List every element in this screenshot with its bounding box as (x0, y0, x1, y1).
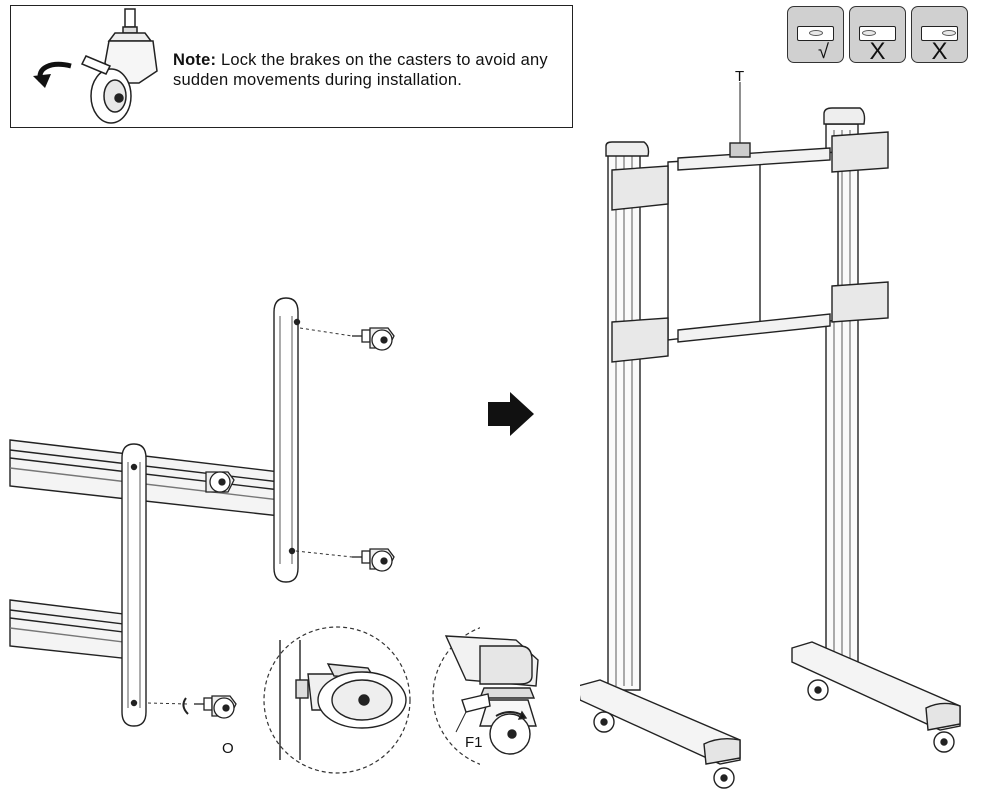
level-vial (859, 26, 896, 41)
caster-brake-icon (33, 8, 158, 124)
spirit-level-icon: √ (787, 6, 844, 63)
caster-detail-circle (263, 626, 411, 774)
level-bubble (942, 30, 956, 36)
right-leg (273, 297, 299, 583)
brake-pedal-icon (444, 635, 539, 755)
label-f1: F1 (465, 734, 483, 751)
caster-icon (593, 679, 955, 789)
label-t: T (735, 68, 745, 85)
level-vial (921, 26, 958, 41)
spirit-level-icon: X (911, 6, 968, 65)
note-body: Lock the brakes on the casters to avoid … (173, 51, 548, 89)
note-heading: Note: (173, 51, 217, 69)
spirit-level-icon: X (849, 6, 906, 65)
label-o: O (222, 740, 234, 757)
note-text: Note: Lock the brakes on the casters to … (173, 50, 568, 90)
level-bubble (809, 30, 823, 36)
level-vial (797, 26, 834, 41)
note-box: Note: Lock the brakes on the casters to … (10, 5, 573, 128)
base-assembly-drawing (9, 297, 480, 774)
arrow-right-icon (488, 392, 534, 436)
level-mark-incorrect: X (931, 38, 948, 65)
level-mark-incorrect: X (869, 38, 886, 65)
left-leg (121, 443, 147, 727)
level-bubble (862, 30, 876, 36)
level-mark-correct: √ (818, 41, 829, 63)
caster-icon (182, 327, 395, 719)
assembled-stand-drawing (580, 82, 961, 789)
